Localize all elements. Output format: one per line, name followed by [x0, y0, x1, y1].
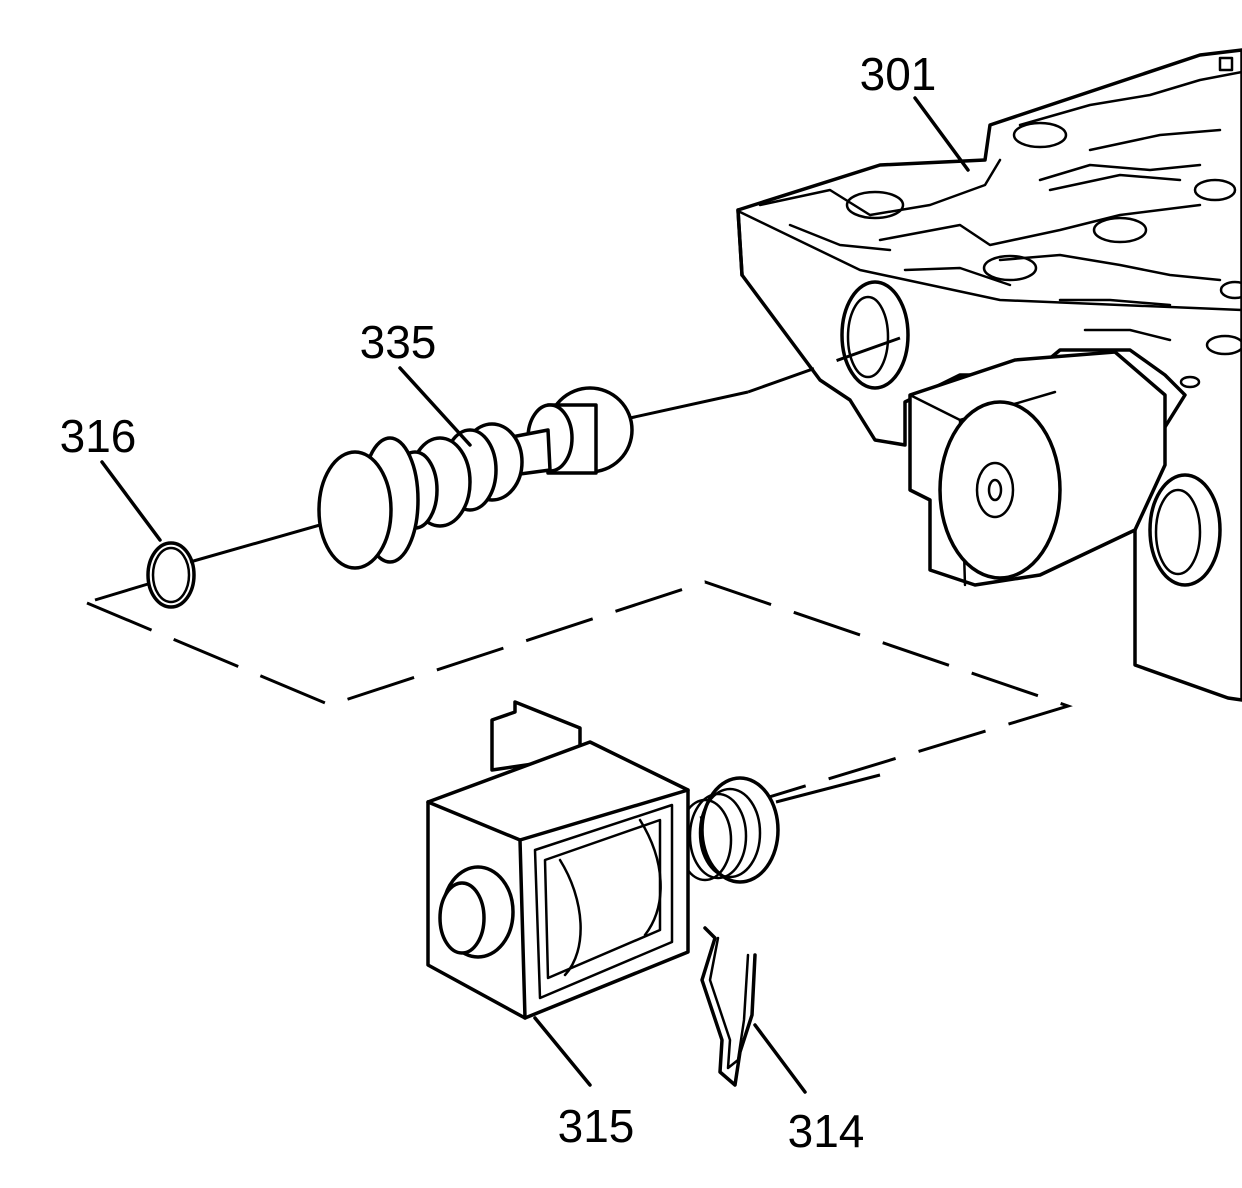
solenoid-315 — [426, 700, 780, 1020]
leader-lines — [100, 96, 970, 1094]
callout-316: 316 — [60, 410, 137, 462]
installed-solenoid — [908, 350, 1167, 587]
callout-315: 315 — [558, 1100, 635, 1152]
valve-335 — [317, 386, 634, 570]
callout-314: 314 — [788, 1105, 865, 1157]
clip-314 — [700, 926, 757, 1087]
callout-335: 335 — [360, 316, 437, 368]
callout-301: 301 — [860, 48, 937, 100]
callout-labels: 301 335 316 315 314 — [60, 48, 937, 1157]
retaining-ring-316 — [146, 541, 196, 609]
